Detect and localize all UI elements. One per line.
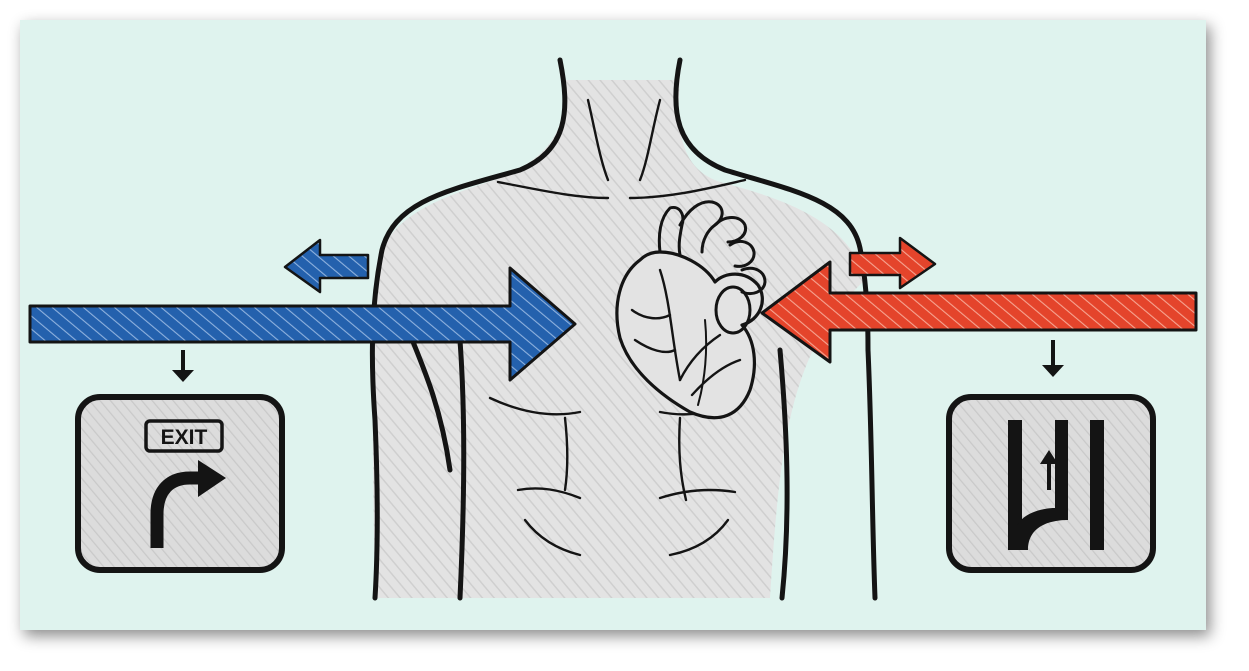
right-turn-arrow-icon	[150, 460, 226, 548]
big-arterial-arrow	[760, 260, 1198, 364]
down-arrow-left	[172, 350, 194, 382]
exit-label-box	[144, 419, 224, 453]
exit-sign: EXIT	[75, 394, 285, 573]
big-venous-arrow	[28, 266, 577, 382]
illustration-frame: EXIT	[20, 20, 1206, 630]
merge-lane-icon	[1008, 420, 1104, 550]
exit-label: EXIT	[161, 426, 208, 449]
small-venous-arrow	[283, 238, 370, 294]
down-arrow-right	[1042, 340, 1064, 377]
diagram-canvas: EXIT	[20, 20, 1206, 630]
small-arterial-arrow	[848, 236, 937, 290]
anatomical-heart-icon	[615, 200, 767, 420]
merge-lane-sign	[946, 394, 1156, 573]
